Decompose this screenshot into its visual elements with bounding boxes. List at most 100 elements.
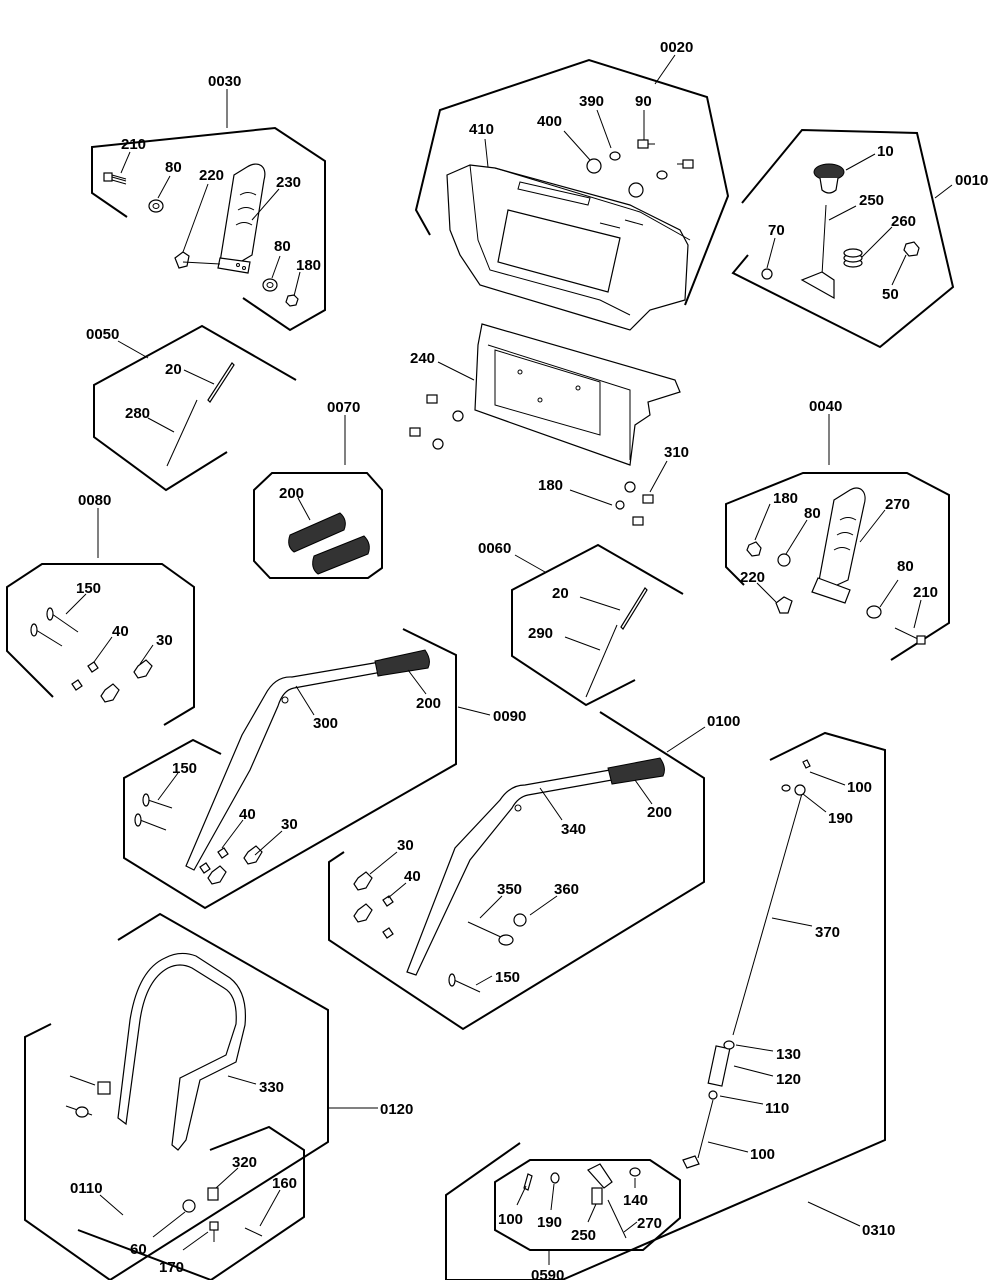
screw-part [209, 1221, 263, 1242]
callout-250: 250 [571, 1227, 596, 1244]
bolt-part [894, 627, 926, 645]
callout-80: 80 [804, 505, 821, 522]
callout-40: 40 [112, 623, 129, 640]
group-outlines [6, 58, 955, 1280]
bracket-part [217, 163, 266, 274]
callout-190: 190 [828, 810, 853, 827]
part-drawings [30, 139, 926, 1242]
group-label-0310: 0310 [862, 1222, 895, 1239]
wing-nut-part [207, 845, 263, 885]
washer-part [866, 605, 882, 619]
washer-part [550, 1172, 560, 1184]
callout-20: 20 [165, 361, 182, 378]
group-label-0070: 0070 [327, 399, 360, 416]
callout-170: 170 [159, 1259, 184, 1276]
clip-part [382, 895, 394, 907]
group-label-0020: 0020 [660, 39, 693, 56]
group-outline-0310 [445, 731, 886, 1280]
callout-270: 270 [637, 1215, 662, 1232]
screw-part [677, 159, 694, 169]
bolt-part [103, 172, 127, 185]
group-outline-0040 [725, 472, 950, 661]
handle-bar-part [117, 952, 247, 1151]
nut-part [746, 541, 762, 557]
callout-90: 90 [635, 93, 652, 110]
shift-lever-part [800, 204, 835, 300]
control-rod-part [682, 759, 811, 1169]
callout-210: 210 [913, 584, 938, 601]
callout-260: 260 [891, 213, 916, 230]
group-outline-0050 [93, 324, 297, 492]
callout-40: 40 [239, 806, 256, 823]
bracket-part [811, 487, 866, 604]
nut-plate-part [207, 1187, 219, 1201]
spacer-part [628, 182, 644, 198]
washer-part [182, 1199, 196, 1213]
group-label-0090: 0090 [493, 708, 526, 725]
pin-part [30, 607, 79, 647]
callout-80: 80 [165, 159, 182, 176]
screw-part [637, 139, 655, 149]
group-label-0050: 0050 [86, 326, 119, 343]
group-outline-0030 [91, 126, 326, 332]
group-outline-0070 [253, 472, 383, 579]
callout-100: 100 [750, 1146, 775, 1163]
group-label-0040: 0040 [809, 398, 842, 415]
callout-320: 320 [232, 1154, 257, 1171]
callout-180: 180 [296, 257, 321, 274]
pin-part [134, 793, 173, 831]
group-outline-0590 [494, 1159, 681, 1251]
callout-200: 200 [647, 804, 672, 821]
group-label-0100: 0100 [707, 713, 740, 730]
clip-part [87, 661, 99, 673]
spring-part [843, 248, 863, 268]
callout-270: 270 [885, 496, 910, 513]
callout-30: 30 [397, 837, 414, 854]
callout-150: 150 [76, 580, 101, 597]
callout-60: 60 [130, 1241, 147, 1258]
callout-370: 370 [815, 924, 840, 941]
callout-110: 110 [765, 1100, 789, 1117]
fastener-part [409, 394, 464, 450]
cable-part [620, 587, 648, 630]
callout-400: 400 [537, 113, 562, 130]
eye-bolt-part [467, 921, 514, 946]
callout-220: 220 [740, 569, 765, 586]
callout-280: 280 [125, 405, 150, 422]
bolt-part [65, 1075, 111, 1118]
fastener-part [615, 481, 654, 526]
group-label-0590: 0590 [531, 1267, 564, 1280]
display-cover-part [446, 164, 691, 331]
callout-150: 150 [172, 760, 197, 777]
group-label-0080: 0080 [78, 492, 111, 509]
group-outline-0010 [731, 128, 955, 349]
callout-100: 100 [498, 1211, 523, 1228]
callout-310: 310 [664, 444, 689, 461]
callout-200: 200 [416, 695, 441, 712]
clip-part [629, 1167, 641, 1177]
washer-part [148, 199, 164, 213]
group-labels: 0030 0020 0010 0050 0070 0040 0080 0060 … [70, 39, 988, 1280]
spacer-part [586, 158, 602, 174]
callout-70: 70 [768, 222, 785, 239]
callout-330: 330 [259, 1079, 284, 1096]
washer-part [761, 268, 773, 280]
washer-part [777, 553, 791, 567]
group-outline-0100 [328, 711, 705, 1031]
grip-part [288, 512, 370, 575]
callout-340: 340 [561, 821, 586, 838]
callout-100: 100 [847, 779, 872, 796]
nut-part [903, 241, 920, 257]
pin-part [448, 973, 481, 993]
callout-30: 30 [281, 816, 298, 833]
callout-20: 20 [552, 585, 569, 602]
group-outline-0060 [511, 543, 684, 707]
washer-part [262, 278, 278, 292]
housing-part [474, 323, 681, 466]
callout-numbers: 210 80 220 230 80 180 390 90 400 410 240… [76, 93, 938, 1276]
callout-240: 240 [410, 350, 435, 367]
wing-nut-part [353, 871, 373, 923]
handle-part [406, 757, 665, 976]
cable-part [207, 362, 235, 403]
